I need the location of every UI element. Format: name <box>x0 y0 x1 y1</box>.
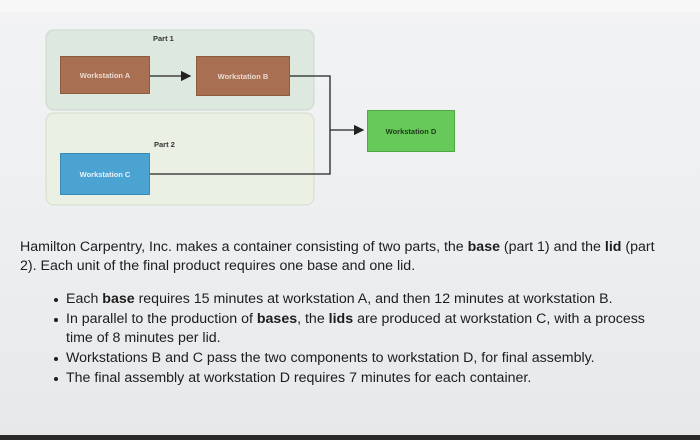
bullet-item: In parallel to the production of bases, … <box>54 310 660 348</box>
intro-text-1: Hamilton Carpentry, Inc. makes a contain… <box>20 239 468 255</box>
workstation-a-box: Workstation A <box>60 56 150 94</box>
part2-label: Part 2 <box>154 140 175 149</box>
bullet-2-bold-2: lids <box>328 311 354 327</box>
intro-text-3: (part 2). Each unit of the final product… <box>20 239 655 274</box>
workstation-a-label: Workstation A <box>79 70 131 80</box>
bullet-item: Workstations B and C pass the two compon… <box>54 349 660 368</box>
top-strip <box>0 0 700 12</box>
process-diagram: Part 1 Part 2 Workstation A Workstation … <box>45 29 455 206</box>
problem-text: Hamilton Carpentry, Inc. makes a contain… <box>20 238 660 389</box>
bullet-item: The final assembly at workstation D requ… <box>54 369 660 388</box>
workstation-b-box: Workstation B <box>196 56 290 96</box>
intro-bold-base: base <box>467 239 500 255</box>
intro-bold-lid: lid <box>604 239 622 255</box>
connector-b-to-d <box>290 75 331 130</box>
connector-c-to-d <box>150 130 331 175</box>
bullet-1-text-2: requires 15 minutes at workstation A, an… <box>134 291 613 307</box>
bottom-edge <box>0 435 700 440</box>
part1-label: Part 1 <box>153 34 174 43</box>
workstation-d-label: Workstation D <box>385 126 437 136</box>
workstation-c-box: Workstation C <box>60 153 150 195</box>
bullet-1-text-1: Each <box>66 291 103 307</box>
bullet-3-text: Workstations B and C pass the two compon… <box>66 350 595 366</box>
workstation-c-label: Workstation C <box>79 169 131 179</box>
bullet-1-bold: base <box>102 291 135 307</box>
bullet-4-text: The final assembly at workstation D requ… <box>66 370 532 386</box>
bullet-2-bold-1: bases <box>256 311 298 327</box>
bullet-2-text-3: are produced at workstation C, with a pr… <box>66 311 645 346</box>
intro-paragraph: Hamilton Carpentry, Inc. makes a contain… <box>20 238 660 276</box>
intro-text-2: (part 1) and the <box>499 239 605 255</box>
bullet-list: Each base requires 15 minutes at worksta… <box>20 290 660 388</box>
workstation-b-label: Workstation B <box>217 71 269 81</box>
bullet-2-text-2: , the <box>297 311 329 327</box>
workstation-d-box: Workstation D <box>367 110 455 152</box>
bullet-item: Each base requires 15 minutes at worksta… <box>54 290 660 309</box>
bullet-2-text-1: In parallel to the production of <box>66 311 257 327</box>
